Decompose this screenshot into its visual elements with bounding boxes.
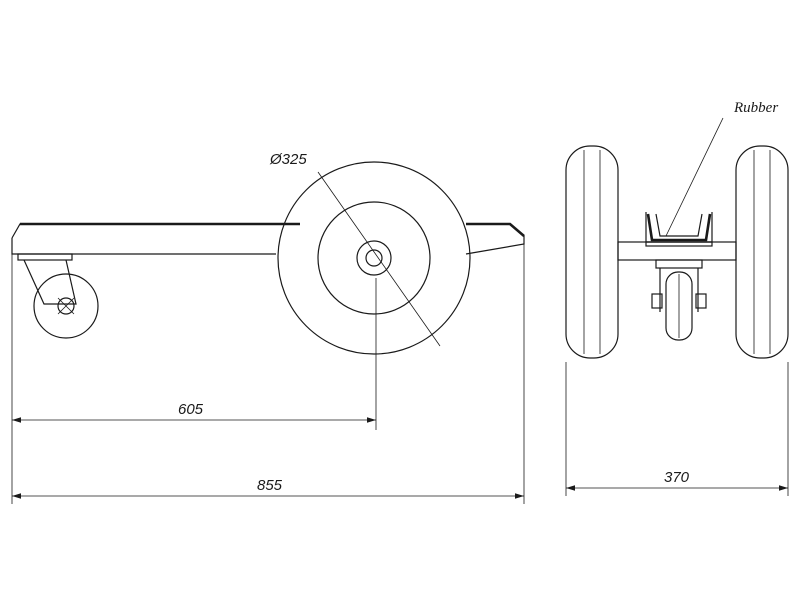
frame — [11, 222, 525, 255]
rubber-label: Rubber — [733, 100, 778, 116]
overall-length-label: 855 — [257, 477, 283, 494]
width-dimension: 370 — [566, 469, 788, 491]
front-extension-lines — [565, 362, 789, 496]
axle — [617, 241, 737, 261]
overall-width-label: 370 — [664, 469, 690, 486]
main-wheel — [277, 161, 471, 355]
extension-lines — [11, 244, 525, 504]
front-view: Rubber 370 — [565, 100, 789, 496]
caster-wheel — [17, 253, 99, 339]
left-tire — [565, 145, 619, 359]
wheel-diameter-label: Ø325 — [269, 151, 307, 168]
right-tire — [735, 145, 789, 359]
side-view: Ø325 605 855 — [11, 151, 525, 504]
offset-dimension: 605 — [12, 401, 376, 423]
diameter-dimension: Ø325 — [269, 151, 441, 347]
rubber-cradle — [645, 212, 713, 247]
front-caster — [651, 259, 707, 341]
wheel-offset-label: 605 — [178, 401, 204, 418]
rubber-leader: Rubber — [665, 100, 778, 237]
length-dimension: 855 — [12, 477, 524, 499]
